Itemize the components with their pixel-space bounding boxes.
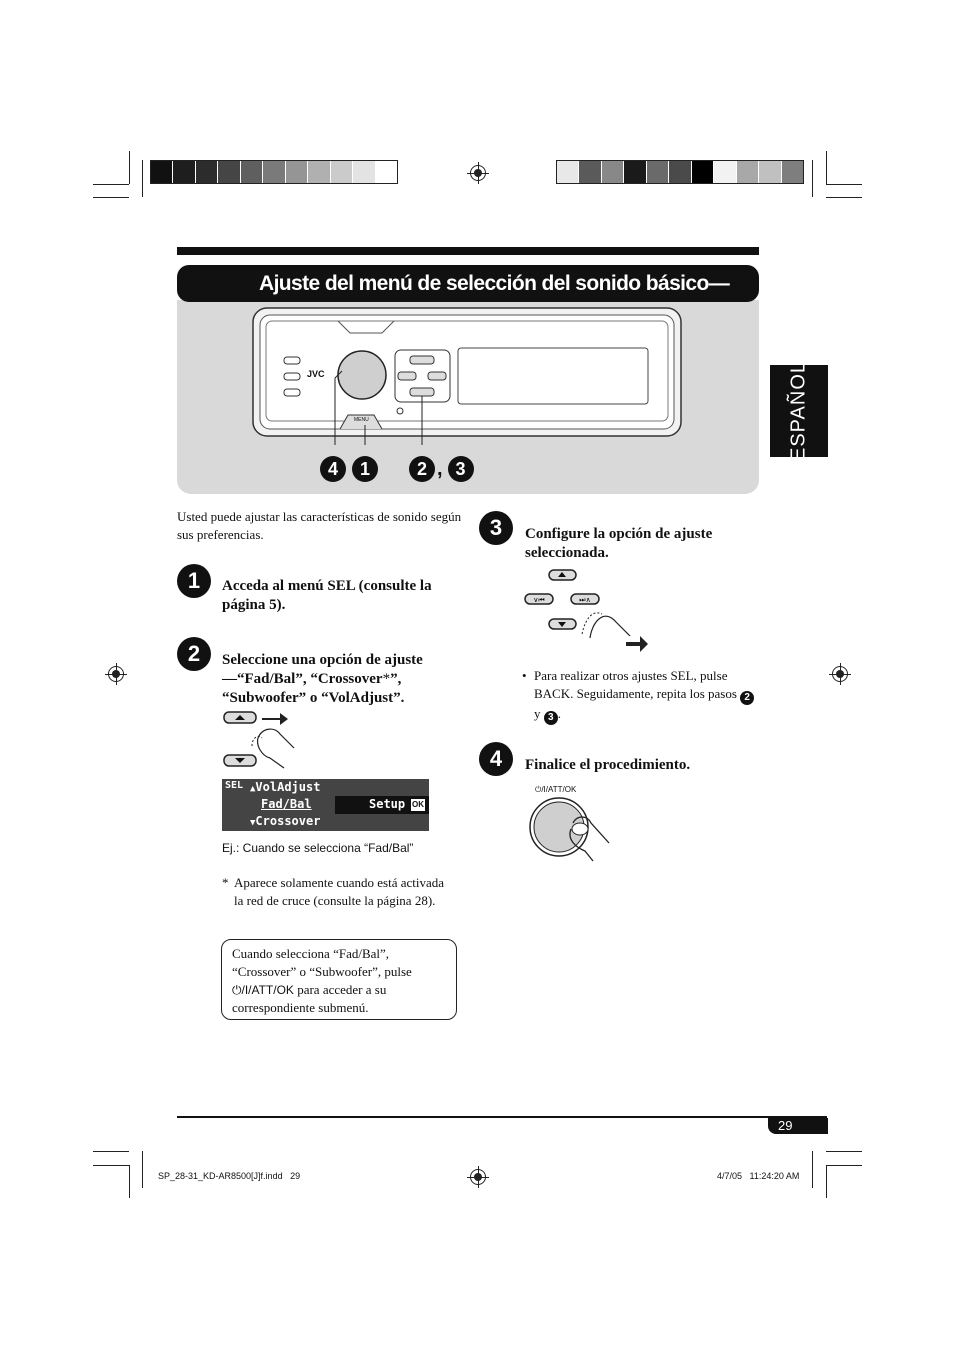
footnote: * Aparece solamente cuando está activada…	[222, 874, 452, 910]
left-bar-swatch	[195, 161, 219, 183]
left-bar-swatch	[308, 161, 331, 183]
intro-text: Usted puede ajustar las características …	[177, 509, 462, 542]
lcd-row-2-text: Fad/Bal	[261, 797, 312, 811]
right-bar-swatch	[601, 161, 625, 183]
left-bar-swatch	[285, 161, 309, 183]
power-knob-illustration	[529, 797, 610, 862]
step-2-text-b: ”, “Subwoofer” o “VolAdjust”.	[222, 671, 405, 706]
step-ref-joiner: y	[534, 706, 541, 721]
note-box: Cuando selecciona “Fad/Bal”, “Crossover”…	[221, 939, 457, 1020]
lcd-tag: SEL	[225, 780, 244, 791]
registration-mark-right	[829, 663, 851, 685]
step-3-bullet-body: Para realizar otros ajustes SEL, pulse B…	[522, 667, 762, 725]
step-3-bullet-text: Para realizar otros ajustes SEL, pulse B…	[534, 668, 737, 701]
step-3-bullet: • Para realizar otros ajustes SEL, pulse…	[522, 667, 762, 725]
footer-rule	[177, 1116, 827, 1118]
callout-step-2: 2	[409, 456, 435, 482]
right-bar-swatch	[759, 161, 782, 183]
left-bar-swatch	[330, 161, 354, 183]
callout-step-1: 1	[352, 456, 378, 482]
right-bar-swatch	[579, 161, 602, 183]
lcd-row-2: Fad/Bal	[261, 797, 312, 811]
lcd-ok-badge: OK	[411, 799, 425, 811]
left-bar-swatch	[173, 161, 196, 183]
step-1-number: 1	[177, 564, 211, 598]
lcd-row-1: ▲VolAdjust	[250, 780, 321, 794]
registration-mark-bottom	[467, 1166, 489, 1188]
step-3-number: 3	[479, 511, 513, 545]
step-2-text-a: Seleccione una opción de ajuste—“Fad/Bal…	[222, 652, 423, 687]
menu-button-label: MENU	[354, 417, 369, 423]
left-bar-swatch	[151, 161, 174, 183]
registration-mark-top	[467, 162, 489, 184]
callout-separator: ,	[437, 457, 443, 480]
svg-text:∨⏮: ∨⏮	[533, 596, 544, 604]
color-bar-left	[150, 160, 398, 184]
right-bar-swatch	[557, 161, 580, 183]
right-bar-swatch	[669, 161, 692, 183]
lcd-row-1-text: VolAdjust	[255, 780, 321, 794]
footer-file: SP_28-31_KD-AR8500[J]f.indd 29	[158, 1171, 301, 1181]
step-ref-2: 2	[740, 691, 755, 705]
brand-logo: JVC	[307, 369, 325, 379]
note-text-b: para acceder a su correspondiente submen…	[232, 982, 387, 1015]
right-bar-swatch	[736, 161, 760, 183]
title-rule	[177, 247, 759, 255]
knob-label: ⏻/I/ATT/OK	[535, 785, 577, 794]
step-2-number: 2	[177, 637, 211, 671]
footnote-star: *	[222, 875, 229, 890]
page-number: 29	[768, 1118, 828, 1134]
right-bar-swatch	[714, 161, 737, 183]
step-4-text: Finalice el procedimiento.	[525, 757, 691, 773]
step-1-text: Acceda al menú SEL (consulte la página 5…	[222, 578, 432, 613]
up-down-buttons-illustration	[223, 711, 295, 769]
lcd-caption: Ej.: Cuando se selecciona “Fad/Bal”	[222, 841, 414, 855]
car-stereo-illustration	[252, 307, 682, 445]
lcd-setup-highlight	[335, 796, 429, 814]
footnote-text: Aparece solamente cuando está activada l…	[234, 875, 445, 908]
step-ref-end: .	[557, 706, 561, 721]
step-3-text: Configure la opción de ajuste selecciona…	[525, 526, 713, 561]
svg-text:⏭∧: ⏭∧	[579, 596, 590, 604]
page-title: Ajuste del menú de selección del sonido …	[177, 265, 759, 332]
note-text-a: Cuando selecciona “Fad/Bal”, “Crossover”…	[232, 946, 412, 979]
language-tab: ESPAÑOL	[770, 361, 828, 461]
callout-group: 4 1	[320, 456, 378, 482]
lcd-row-3-text: Crossover	[255, 814, 321, 828]
step-2-text: Seleccione una opción de ajuste—“Fad/Bal…	[222, 651, 462, 708]
right-bar-swatch	[691, 161, 715, 183]
lcd-row-3: ▼Crossover	[250, 814, 321, 828]
callout-group-2: 2 , 3	[409, 456, 474, 482]
right-bar-swatch	[624, 161, 647, 183]
callout-step-4: 4	[320, 456, 346, 482]
left-bar-swatch	[240, 161, 264, 183]
step-4-number: 4	[479, 742, 513, 776]
left-bar-swatch	[375, 161, 397, 183]
callout-step-3: 3	[447, 456, 474, 482]
color-bar-right	[556, 160, 804, 184]
footer-date: 4/7/05 11:24:20 AM	[717, 1171, 800, 1181]
left-bar-swatch	[218, 161, 241, 183]
step-ref-3: 3	[543, 711, 558, 725]
right-bar-swatch	[781, 161, 803, 183]
left-bar-swatch	[353, 161, 376, 183]
left-bar-swatch	[263, 161, 286, 183]
step-3-buttons-illustration: ∨⏮ ⏭∧	[524, 569, 648, 652]
registration-mark-left	[105, 663, 127, 685]
right-bar-swatch	[646, 161, 670, 183]
lcd-setup: Setup	[369, 797, 406, 811]
language-label: ESPAÑOL	[787, 361, 810, 461]
note-button-label: ⏻/I/ATT/OK	[232, 983, 294, 997]
step-2-star: *	[382, 671, 391, 687]
